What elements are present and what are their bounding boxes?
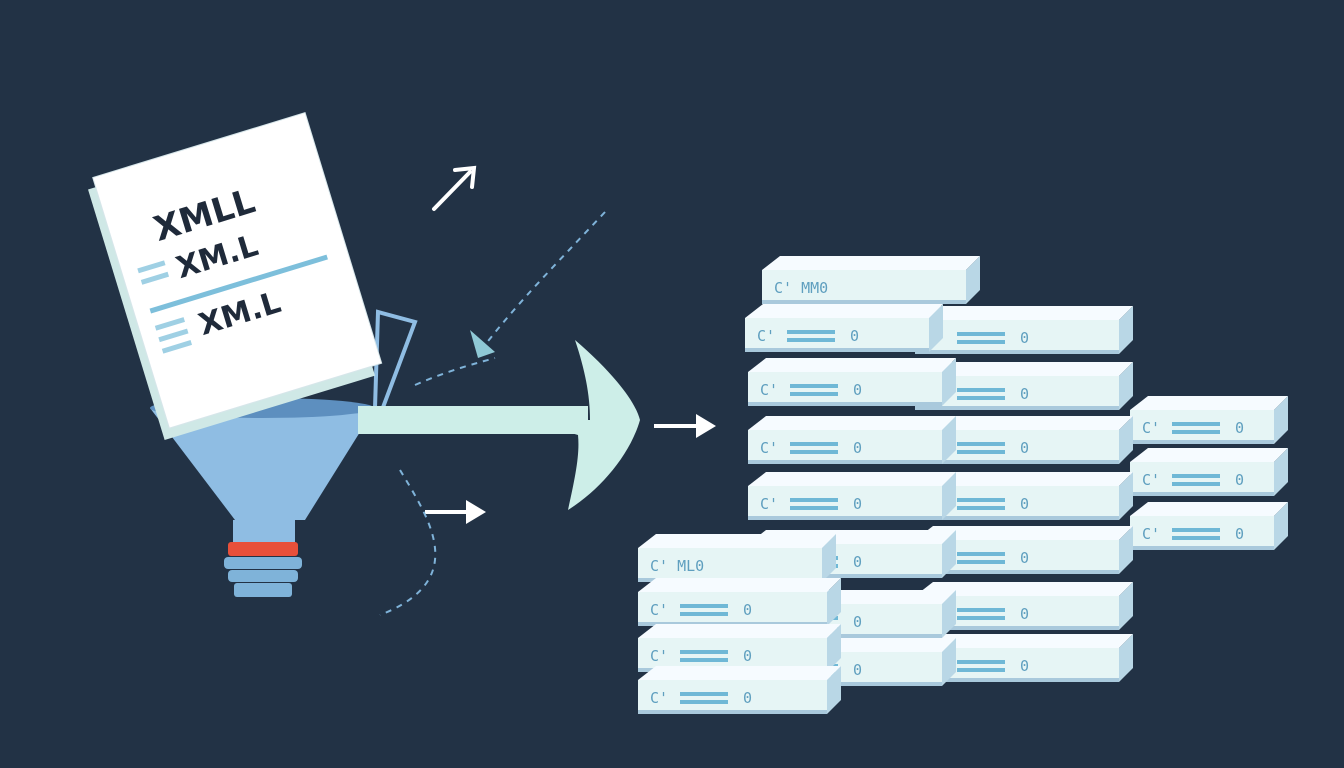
server-label: C' (760, 439, 778, 457)
server-suffix: 0 (743, 601, 752, 619)
server-suffix: 0 (1020, 439, 1029, 457)
server-unit: C' 0 (748, 472, 956, 520)
server-label: C' ML0 (650, 557, 704, 575)
server-label: C' (650, 601, 668, 619)
arrow-icon (432, 165, 477, 211)
server-suffix: 0 (853, 439, 862, 457)
server-suffix: 0 (853, 613, 862, 631)
server-suffix: 0 (853, 381, 862, 399)
funnel-red-band (228, 542, 298, 556)
server-suffix: 0 (853, 553, 862, 571)
server-label: C' (1142, 525, 1160, 543)
arrow-icon (425, 500, 486, 524)
funnel (150, 309, 418, 597)
dashed-flow-line (484, 211, 606, 346)
server-label: C' (1142, 471, 1160, 489)
server-unit: C' 0 (748, 358, 956, 406)
server-suffix: 0 (743, 689, 752, 707)
arrow-icon (470, 330, 495, 358)
server-suffix: 0 (1235, 525, 1244, 543)
server-suffix: 0 (1020, 329, 1029, 347)
server-unit: C'0 (915, 472, 1133, 520)
server-unit: C'0 (915, 306, 1133, 354)
server-label: C' (757, 327, 775, 345)
server-suffix: 0 (1235, 471, 1244, 489)
server-label: C' (650, 689, 668, 707)
server-suffix: 0 (1020, 657, 1029, 675)
dashed-flow-line (414, 357, 496, 386)
arrow-icon (654, 414, 716, 438)
xml-document: XMLL XM.L XM.L (88, 112, 383, 441)
server-suffix: 0 (850, 327, 859, 345)
server-unit: C' MM0 (762, 256, 980, 304)
big-curved-arrow (358, 340, 640, 510)
server-label: C' (760, 495, 778, 513)
server-label: C' (1142, 419, 1160, 437)
server-unit: C' 0 (638, 624, 841, 672)
server-unit: C' 0 (1130, 448, 1288, 496)
dashed-flow-line (379, 469, 437, 616)
server-label: C' MM0 (774, 279, 828, 297)
server-suffix: 0 (853, 495, 862, 513)
server-suffix: 0 (853, 661, 862, 679)
server-stacks: C'0C'0C'0C'0C'0C'0C'0C'0C'0C'0C'0C'0C'0C… (638, 256, 1288, 714)
server-suffix: 0 (1020, 385, 1029, 403)
server-unit: C' 0 (745, 304, 943, 352)
server-label: C' (650, 647, 668, 665)
server-suffix: 0 (1020, 605, 1029, 623)
server-suffix: 0 (1020, 495, 1029, 513)
server-suffix: 0 (743, 647, 752, 665)
server-unit: C' 0 (638, 666, 841, 714)
server-unit: C' 0 (748, 416, 956, 464)
server-unit: C' 0 (1130, 502, 1288, 550)
server-unit: C' 0 (638, 578, 841, 626)
server-unit: C' 0 (1130, 396, 1288, 444)
server-suffix: 0 (1235, 419, 1244, 437)
server-suffix: 0 (1020, 549, 1029, 567)
server-label: C' (760, 381, 778, 399)
server-unit: C' ML0 (638, 534, 836, 582)
